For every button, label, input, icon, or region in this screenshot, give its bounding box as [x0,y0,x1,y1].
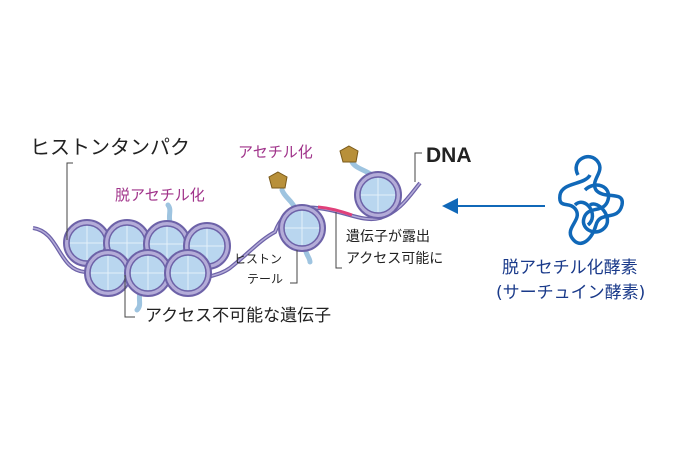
enzyme-label-1: 脱アセチル化酵素 [502,258,638,278]
exposed-gene-label-1: 遺伝子が露出 [346,229,430,245]
nucleosomes [63,171,402,297]
inaccessible-gene-label: アクセス不可能な遺伝子 [145,306,332,326]
deacetylation-label: 脱アセチル化 [115,186,205,204]
arrow-head-icon [442,198,458,214]
nucleosome [84,249,132,297]
exposed-gene-label-2: アクセス可能に [346,251,444,267]
nucleosome [164,249,212,297]
nucleosome [278,204,326,252]
histone-protein-label: ヒストンタンパク [30,135,190,159]
leader-lines [66,152,422,318]
histone-tail-label-2: テール [247,272,284,286]
acetyl-group-icon [268,171,288,189]
acetylation-label: アセチル化 [238,143,313,161]
exposed-gene-segment [317,205,353,217]
dna-label: DNA [426,144,472,167]
enzyme-label-2: (サーチュイン酵素) [496,283,646,303]
histone-tail-label-1: ヒストン [234,252,283,266]
nucleosome [124,249,172,297]
nucleosome [354,171,402,219]
acetyl-group-icon [339,145,359,163]
sirtuin-enzyme-icon [558,155,624,245]
